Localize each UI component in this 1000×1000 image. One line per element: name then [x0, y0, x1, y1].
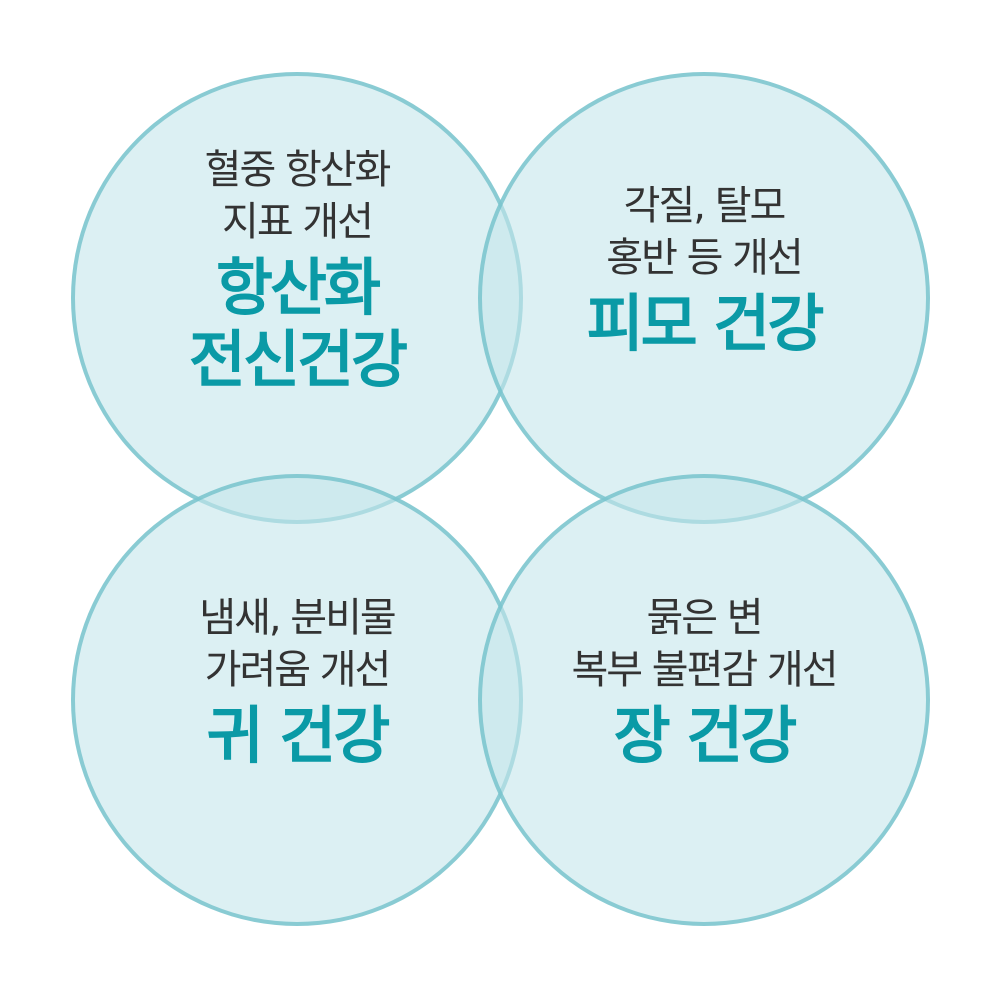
- title-line: 귀 건강: [206, 699, 391, 772]
- title-line: 장 건강: [613, 699, 798, 772]
- title-line: 피모 건강: [586, 287, 825, 360]
- description-line: 혈중 항산화: [204, 147, 392, 193]
- circle-antioxidant: [71, 72, 523, 524]
- label-ear: 냄새, 분비물 가려움 개선 귀 건강: [71, 592, 523, 772]
- description-line: 가려움 개선: [204, 647, 392, 693]
- title-line: 항산화: [215, 251, 381, 324]
- description-line: 묽은 변: [646, 595, 763, 641]
- label-antioxidant: 혈중 항산화 지표 개선 항산화 전신건강: [71, 144, 523, 396]
- description-line: 냄새, 분비물: [199, 595, 396, 641]
- circle-skin-coat: [478, 72, 930, 524]
- title-line: 전신건강: [188, 323, 408, 396]
- description-line: 각질, 탈모: [623, 183, 787, 229]
- label-skin-coat: 각질, 탈모 홍반 등 개선 피모 건강: [478, 180, 930, 360]
- circle-gut: [478, 474, 930, 926]
- description-line: 홍반 등 개선: [606, 235, 803, 281]
- description-line: 지표 개선: [222, 199, 374, 245]
- description-line: 복부 불편감 개선: [571, 647, 838, 693]
- label-gut: 묽은 변 복부 불편감 개선 장 건강: [478, 592, 930, 772]
- circle-ear: [71, 474, 523, 926]
